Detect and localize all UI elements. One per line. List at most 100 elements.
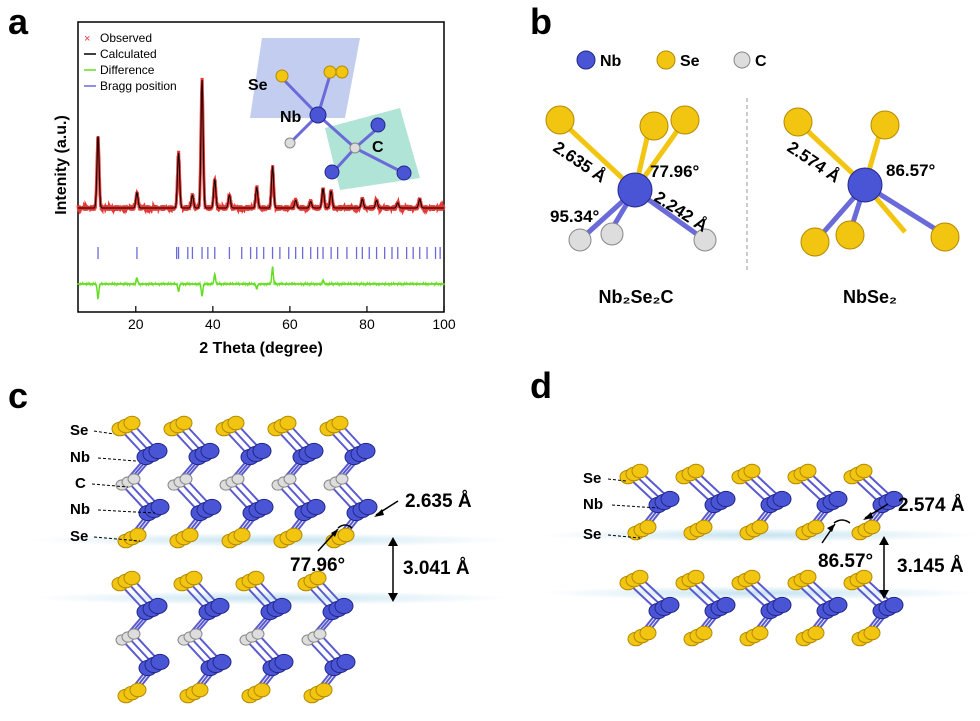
se-atom bbox=[863, 625, 881, 641]
legend-c: C bbox=[755, 53, 767, 70]
se-atom bbox=[191, 682, 209, 698]
nb-atom bbox=[200, 442, 220, 460]
legend-nb: Nb bbox=[600, 53, 622, 70]
se-atom bbox=[175, 415, 193, 431]
lower-slab bbox=[619, 569, 904, 647]
se-atom bbox=[743, 569, 761, 585]
angle-arc bbox=[833, 519, 851, 524]
angle-left: 95.34° bbox=[550, 207, 600, 226]
nb-atom bbox=[772, 490, 792, 508]
upper-slab bbox=[619, 463, 904, 541]
leader bbox=[97, 457, 137, 462]
se-atom bbox=[807, 625, 825, 641]
nb-atom bbox=[660, 490, 680, 508]
c-atom bbox=[231, 473, 245, 485]
se-atom bbox=[695, 519, 713, 535]
layer-label-se: Se bbox=[583, 470, 601, 487]
layer-label-nb: Nb bbox=[583, 496, 603, 513]
inset-bond bbox=[280, 76, 320, 117]
legend-difference: Difference bbox=[100, 63, 155, 77]
se-atom bbox=[751, 625, 769, 641]
se-atom bbox=[631, 463, 649, 479]
se-atom bbox=[233, 527, 251, 543]
se-atom bbox=[309, 570, 327, 586]
legend-c-icon bbox=[733, 51, 751, 69]
nb-atom bbox=[356, 442, 376, 460]
arrowhead bbox=[863, 512, 873, 520]
c-atom bbox=[251, 628, 265, 640]
se-atom bbox=[639, 625, 657, 641]
leader bbox=[611, 504, 659, 509]
layer-label-nb: Nb bbox=[70, 449, 90, 466]
angle-value: 86.57° bbox=[818, 551, 873, 572]
panel-letter-b: b bbox=[530, 1, 552, 42]
angle-value: 77.96° bbox=[290, 555, 345, 576]
nb-atom bbox=[828, 596, 848, 614]
inset-label-se: Se bbox=[248, 77, 268, 94]
calculated-line bbox=[78, 79, 444, 209]
se-atom bbox=[129, 682, 147, 698]
nb-atom bbox=[306, 498, 326, 516]
se-atom bbox=[695, 625, 713, 641]
leader bbox=[91, 483, 129, 488]
se-atom bbox=[799, 463, 817, 479]
x-tick-label: 60 bbox=[282, 316, 298, 332]
nb-atom bbox=[272, 597, 292, 615]
se-atom bbox=[800, 227, 830, 257]
x-tick-label: 100 bbox=[432, 316, 456, 332]
nb-atom bbox=[884, 596, 904, 614]
legend-se-icon bbox=[656, 50, 676, 70]
nb-atom bbox=[336, 653, 356, 671]
bond-length-nb-se-right: 2.574 Å bbox=[784, 138, 844, 187]
c-atom bbox=[693, 228, 717, 252]
se-atom bbox=[743, 463, 761, 479]
x-tick-label: 40 bbox=[205, 316, 221, 332]
bond-value: 2.574 Å bbox=[898, 495, 965, 516]
inset-c-atom bbox=[284, 137, 296, 149]
se-atom bbox=[670, 105, 700, 135]
arrowhead bbox=[331, 529, 338, 537]
se-atom bbox=[129, 527, 147, 543]
arrowhead-down bbox=[388, 593, 398, 602]
se-atom bbox=[247, 570, 265, 586]
c-atom bbox=[179, 473, 193, 485]
nb-atom bbox=[660, 596, 680, 614]
se-atom bbox=[639, 519, 657, 535]
gap-value: 3.041 Å bbox=[403, 558, 470, 579]
inset-se-atom bbox=[323, 65, 337, 79]
upper-slab bbox=[111, 415, 378, 549]
se-atom bbox=[870, 110, 900, 140]
nb-atom bbox=[150, 653, 170, 671]
se-atom bbox=[855, 463, 873, 479]
inset-nb-atom bbox=[309, 106, 327, 124]
inset-c-atom bbox=[349, 142, 361, 154]
compound-label-right: NbSe₂ bbox=[843, 287, 897, 307]
lower-slab bbox=[111, 570, 356, 704]
legend-se: Se bbox=[680, 53, 700, 70]
angle-right: 86.57° bbox=[886, 161, 936, 180]
nb-atom bbox=[617, 172, 653, 208]
nb-atom bbox=[828, 490, 848, 508]
se-atom bbox=[337, 527, 355, 543]
se-atom bbox=[185, 570, 203, 586]
bond-length-nb-se: 2.635 Å bbox=[550, 138, 610, 187]
inset-label-nb: Nb bbox=[280, 109, 302, 126]
nb-atom bbox=[148, 597, 168, 615]
se-atom bbox=[687, 463, 705, 479]
se-atom bbox=[123, 415, 141, 431]
se-atom bbox=[799, 569, 817, 585]
c-atom bbox=[600, 222, 624, 246]
nb-atom bbox=[274, 653, 294, 671]
nb2se2c-octahedron: 2.635 Å 77.96° 95.34° 2.242 Å Nb₂Se₂C bbox=[545, 105, 717, 307]
se-atom bbox=[253, 682, 271, 698]
plot-frame bbox=[77, 21, 445, 313]
arrowhead-up bbox=[879, 536, 889, 545]
nb-atom bbox=[716, 490, 736, 508]
se-atom bbox=[835, 220, 865, 250]
layer-label-c: C bbox=[75, 475, 86, 492]
nb-atom bbox=[254, 498, 274, 516]
c-atom bbox=[283, 473, 297, 485]
nb-atom bbox=[202, 498, 222, 516]
leader bbox=[607, 478, 627, 482]
se-atom bbox=[631, 569, 649, 585]
